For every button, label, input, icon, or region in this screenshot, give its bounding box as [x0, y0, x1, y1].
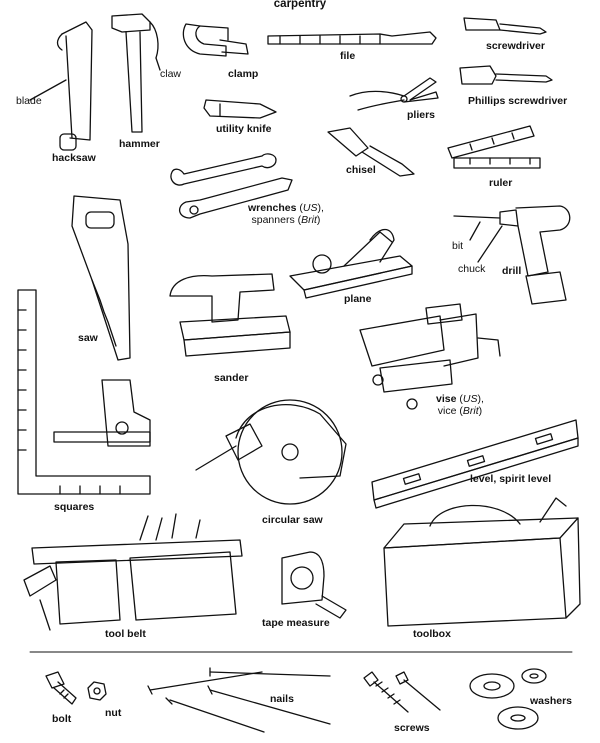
tape-measure-drawing: [282, 552, 346, 618]
label-drill: drill: [502, 265, 522, 277]
page-title: carpentry: [273, 0, 327, 10]
label-screws: screws: [394, 722, 430, 734]
tool-belt-drawing: [24, 514, 242, 630]
bolt-drawing: [46, 672, 76, 704]
vise-term: vise: [436, 393, 457, 405]
label-nut: nut: [105, 707, 122, 719]
label-tape-measure: tape measure: [262, 617, 330, 629]
plane-drawing: [290, 230, 412, 299]
phillips-screwdriver-drawing: [460, 66, 552, 84]
label-level: level, spirit level: [470, 473, 552, 485]
label-pliers: pliers: [407, 109, 436, 121]
label-toolbox: toolbox: [413, 628, 451, 640]
label-plane: plane: [344, 293, 372, 305]
circular-saw-drawing: [196, 400, 346, 504]
label-sander: sander: [214, 372, 249, 384]
label-chuck: chuck: [458, 263, 486, 275]
ruler-drawing: [448, 126, 540, 168]
label-ruler: ruler: [489, 177, 513, 189]
label-hammer: hammer: [119, 138, 160, 150]
level-drawing: [372, 420, 578, 508]
label-bit: bit: [452, 240, 464, 252]
hammer-drawing: [112, 14, 160, 132]
label-phillips-screwdriver: Phillips screwdriver: [468, 95, 568, 107]
vice-term: vice: [437, 405, 457, 417]
label-circular-saw: circular saw: [262, 514, 323, 526]
nut-drawing: [88, 682, 106, 700]
label-chisel: chisel: [346, 164, 376, 176]
label-utility-knife: utility knife: [216, 123, 272, 135]
label-nails: nails: [270, 693, 294, 705]
spanners-note: Brit: [301, 214, 317, 226]
screwdriver-drawing: [464, 18, 546, 34]
label-clamp: clamp: [228, 68, 259, 80]
squares-drawing: [18, 290, 150, 494]
clamp-drawing: [183, 24, 248, 56]
toolbox-drawing: [384, 498, 580, 626]
nails-drawing: [148, 668, 330, 732]
pliers-drawing: [350, 78, 438, 110]
label-tool-belt: tool belt: [105, 628, 146, 640]
vise-note: US: [462, 393, 478, 405]
label-screwdriver: screwdriver: [486, 40, 545, 52]
drill-drawing: [454, 206, 570, 304]
saw-drawing: [72, 196, 130, 360]
label-claw: claw: [160, 68, 182, 80]
chisel-drawing: [328, 128, 414, 176]
utility-knife-drawing: [204, 100, 276, 118]
vise-drawing: [360, 304, 500, 409]
label-saw: saw: [78, 332, 98, 344]
washers-drawing: [470, 669, 546, 729]
label-washers: washers: [530, 695, 573, 707]
wrenches-note: US: [302, 202, 318, 214]
label-squares: squares: [54, 501, 95, 513]
wrenches-drawing: [171, 154, 292, 218]
label-vise: vise (US), vice (Brit): [436, 393, 484, 417]
hacksaw-drawing: [30, 22, 92, 150]
label-wrenches: wrenches (US), spanners (Brit): [248, 202, 324, 226]
label-hacksaw: hacksaw: [52, 152, 96, 164]
file-drawing: [268, 32, 436, 44]
vice-note: Brit: [462, 405, 479, 417]
screws-drawing: [364, 672, 440, 712]
wrenches-term: wrenches: [248, 202, 297, 214]
sander-drawing: [170, 274, 290, 356]
spanners-term: spanners: [251, 214, 295, 226]
label-bolt: bolt: [52, 713, 72, 725]
label-file: file: [340, 50, 356, 62]
label-blade: blade: [16, 95, 42, 107]
